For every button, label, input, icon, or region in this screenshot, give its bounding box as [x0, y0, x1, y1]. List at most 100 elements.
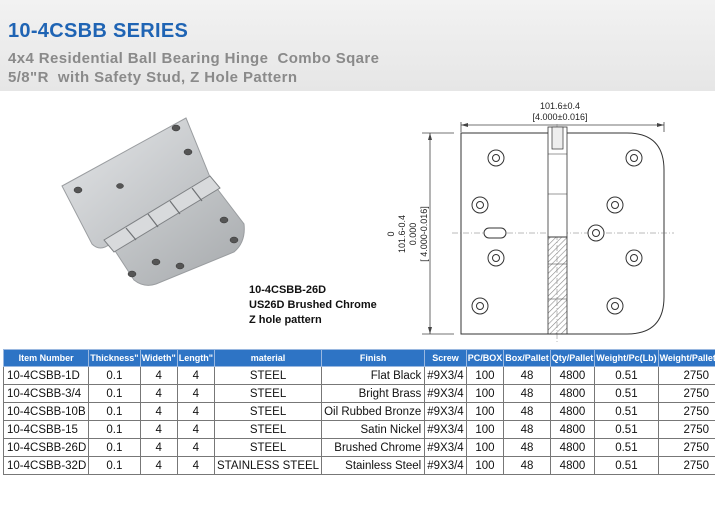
table-cell: Oil Rubbed Bronze: [321, 402, 426, 421]
col-header: Thickness": [88, 349, 141, 367]
table-cell: STEEL: [214, 420, 323, 439]
table-cell: #9X3/4: [424, 438, 467, 457]
height-dimension-inches: [ 4.000-0.016]: [419, 206, 429, 262]
table-cell: Bright Brass: [321, 384, 426, 403]
table-cell: #9X3/4: [424, 402, 467, 421]
table-cell: 10-4CSBB-10B: [2, 402, 90, 421]
hinge-photo: [61, 117, 245, 286]
col-header: Wideth": [139, 349, 178, 367]
table-cell: 4: [176, 384, 216, 403]
series-title: 10-4CSBB SERIES: [8, 20, 189, 42]
table-cell: 2750: [657, 402, 715, 421]
table-cell: 4800: [549, 366, 596, 385]
table-cell: Satin Nickel: [321, 420, 426, 439]
col-header: Qty/Pallet: [549, 349, 596, 367]
product-caption: 10-4CSBB-26D US26D Brushed Chrome Z hole…: [249, 283, 377, 328]
table-cell: 4800: [549, 438, 596, 457]
table-cell: 100: [465, 384, 505, 403]
table-cell: STEEL: [214, 402, 323, 421]
table-cell: 4: [139, 366, 178, 385]
knuckle-pin-head: [551, 126, 564, 150]
table-cell: 4: [176, 366, 216, 385]
col-header: Finish: [321, 349, 426, 367]
table-cell: 48: [503, 420, 551, 439]
caption-finish: US26D Brushed Chrome: [249, 299, 377, 311]
table-cell: 4800: [549, 420, 596, 439]
table-cell: 4: [139, 384, 178, 403]
table-cell: 2750: [657, 438, 715, 457]
table-cell: 4: [176, 402, 216, 421]
table-cell: 0.1: [88, 366, 141, 385]
col-header: Length": [176, 349, 216, 367]
col-header: Weight/Pc(Lb): [594, 349, 659, 367]
table-cell: #9X3/4: [424, 384, 467, 403]
col-header: Box/Pallet: [503, 349, 551, 367]
width-dimension-inches: [4.000±0.016]: [533, 112, 588, 122]
table-cell: 48: [503, 456, 551, 475]
table-cell: STEEL: [214, 366, 323, 385]
table-cell: 0.1: [88, 402, 141, 421]
table-cell: 0.1: [88, 420, 141, 439]
table-cell: 4: [139, 438, 178, 457]
col-header: material: [214, 349, 323, 367]
col-header: PC/BOX: [465, 349, 505, 367]
table-cell: 0.1: [88, 438, 141, 457]
table-cell: 4800: [549, 402, 596, 421]
table-cell: Flat Black: [321, 366, 426, 385]
subtitle-line-1: 4x4 Residential Ball Bearing Hinge Combo…: [8, 50, 380, 67]
table-cell: 100: [465, 420, 505, 439]
table-cell: 4: [176, 420, 216, 439]
table-cell: 0.51: [594, 438, 659, 457]
caption-model: 10-4CSBB-26D: [249, 284, 327, 296]
spec-table: Item Number Thickness" Wideth" Length" m…: [2, 349, 715, 475]
table-cell: 48: [503, 366, 551, 385]
table-cell: 10-4CSBB-32D: [2, 456, 90, 475]
table-cell: 48: [503, 402, 551, 421]
table-cell: 0.51: [594, 456, 659, 475]
height-dimension: 101.6-0.4: [397, 215, 407, 253]
table-cell: Stainless Steel: [321, 456, 426, 475]
table-cell: 4: [139, 420, 178, 439]
header-banner: 10-4CSBB SERIES 4x4 Residential Ball Bea…: [0, 0, 715, 91]
table-cell: 10-4CSBB-15: [2, 420, 90, 439]
subtitle-line-2: 5/8"R with Safety Stud, Z Hole Pattern: [8, 69, 298, 86]
table-cell: 4: [176, 438, 216, 457]
col-header: Item Number: [2, 349, 90, 367]
hinge-right-leaf: [107, 181, 245, 286]
height-dimension-zero: 0: [386, 231, 396, 236]
table-cell: 4: [139, 402, 178, 421]
width-dimension: 101.6±0.4: [540, 101, 580, 111]
table-cell: 48: [503, 384, 551, 403]
table-cell: 0.51: [594, 384, 659, 403]
table-cell: 100: [465, 366, 505, 385]
table-cell: STAINLESS STEEL: [214, 456, 323, 475]
caption-pattern: Z hole pattern: [249, 314, 322, 326]
table-cell: 0.1: [88, 456, 141, 475]
table-cell: 100: [465, 438, 505, 457]
table-cell: 4800: [549, 384, 596, 403]
col-header: Weight/Pallet(Lb): [657, 349, 715, 367]
table-cell: STEEL: [214, 384, 323, 403]
table-cell: 10-4CSBB-3/4: [2, 384, 90, 403]
table-cell: 2750: [657, 456, 715, 475]
hinge-knuckle: [103, 175, 221, 253]
table-cell: 0.51: [594, 366, 659, 385]
knuckle-joints: [125, 187, 203, 241]
table-cell: 4: [176, 456, 216, 475]
table-cell: #9X3/4: [424, 366, 467, 385]
col-header: Screw: [424, 349, 467, 367]
drawing-screw-holes: [471, 149, 643, 315]
table-cell: 48: [503, 438, 551, 457]
table-cell: 0.51: [594, 402, 659, 421]
height-dimension-inches-zero: 0.000: [408, 223, 418, 246]
table-cell: 2750: [657, 384, 715, 403]
table-cell: Brushed Chrome: [321, 438, 426, 457]
table-cell: #9X3/4: [424, 420, 467, 439]
table-cell: 2750: [657, 366, 715, 385]
safety-stud-slot: [483, 227, 507, 239]
